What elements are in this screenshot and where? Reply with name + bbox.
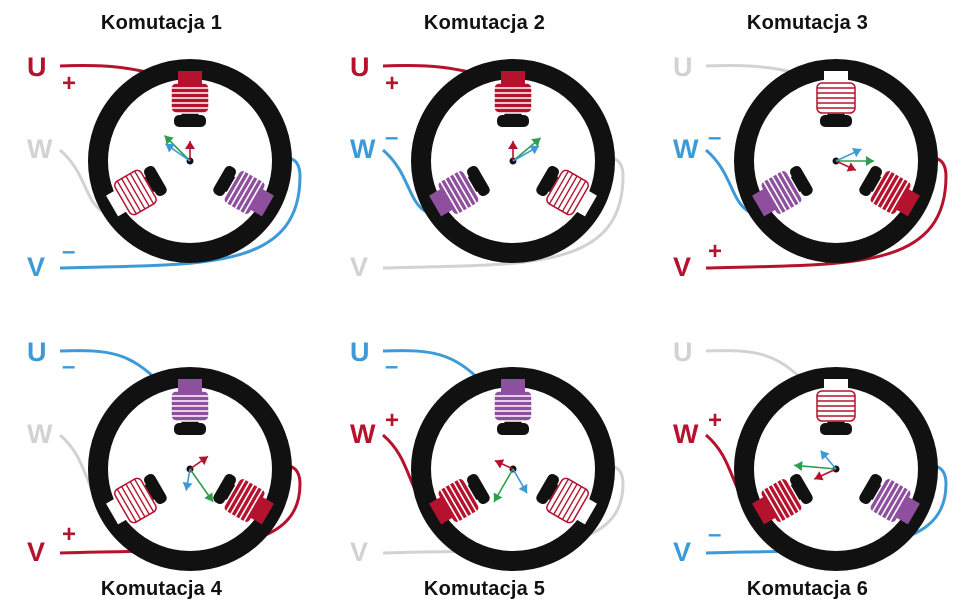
panel-title: Komutacja 3 [746, 12, 869, 34]
phase-label-w: W [27, 134, 53, 164]
coil-v [859, 165, 920, 217]
phase-sign-v: + [62, 521, 77, 548]
panel-title: Komutacja 4 [100, 578, 223, 600]
motor-diagram [382, 59, 625, 270]
coil-w [429, 473, 490, 525]
phase-label-w: W [673, 419, 699, 449]
motor-diagram [59, 59, 302, 270]
vector-blue-arrow [512, 468, 528, 494]
vector-green-arrow [794, 461, 837, 472]
panel-commutation-6: Komutacja 6 U W + V – [646, 307, 969, 614]
phase-sign-w: – [385, 124, 399, 151]
panel-commutation-2: Komutacja 2 U + W – V [323, 0, 646, 307]
phase-label-u: U [673, 52, 693, 82]
wire-u [382, 349, 485, 385]
coil-w [752, 473, 813, 525]
phase-label-u: U [27, 337, 47, 367]
panel-title: Komutacja 1 [100, 12, 223, 34]
phase-label-u: U [350, 52, 370, 82]
vector-green-arrow [512, 137, 542, 162]
panel-commutation-1: Komutacja 1 U + W V – [0, 0, 323, 307]
phase-label-v: V [350, 252, 369, 282]
wire-u [705, 349, 808, 385]
motor-diagram [59, 349, 302, 571]
coil-outline [816, 82, 856, 114]
vector-blue-arrow [819, 450, 837, 470]
coil-w [429, 165, 490, 217]
phase-label-w: W [673, 134, 699, 164]
phase-sign-u: + [385, 70, 400, 97]
coil-v [213, 165, 274, 217]
coil-u [493, 379, 533, 435]
coil-outline [546, 169, 589, 216]
vector-red-arrow [185, 141, 195, 161]
motor-diagram [382, 349, 625, 571]
vector-green-arrow [189, 468, 214, 503]
coil-v [859, 473, 920, 525]
vector-red-arrow [835, 160, 857, 172]
vector-green-arrow [836, 156, 874, 166]
panel-commutation-5: Komutacja 5 U – W + V [323, 307, 646, 614]
phase-label-v: V [27, 252, 46, 282]
phase-label-w: W [350, 419, 376, 449]
phase-sign-w: + [385, 407, 400, 434]
phase-label-v: V [673, 252, 692, 282]
panel-commutation-3: Komutacja 3 U W – V + [646, 0, 969, 307]
phase-sign-w: – [708, 124, 722, 151]
phase-sign-v: + [708, 238, 723, 265]
vector-blue-arrow [182, 468, 193, 491]
wire-u [59, 349, 162, 385]
panel-title: Komutacja 6 [746, 578, 869, 600]
panel-title: Komutacja 5 [423, 578, 546, 600]
phase-label-v: V [27, 537, 46, 567]
coil-outline [114, 169, 157, 216]
phase-label-u: U [350, 337, 370, 367]
motor-diagram [705, 59, 948, 270]
phase-label-u: U [673, 337, 693, 367]
coil-outline [546, 477, 589, 524]
coil-w [752, 165, 813, 217]
phase-sign-u: – [385, 353, 399, 380]
vector-green-arrow [493, 468, 514, 503]
coil-u [170, 379, 210, 435]
phase-label-v: V [350, 537, 369, 567]
motor-diagram [705, 349, 948, 571]
vector-red-arrow [508, 141, 518, 161]
phase-label-v: V [673, 537, 692, 567]
vector-red-arrow [494, 459, 514, 470]
vector-blue-arrow [164, 143, 191, 162]
phase-sign-u: + [62, 70, 77, 97]
coil-v [213, 473, 274, 525]
phase-sign-v: – [708, 521, 722, 548]
phase-label-w: W [27, 419, 53, 449]
panel-commutation-4: Komutacja 4 U – W V + [0, 307, 323, 614]
coil-outline [816, 390, 856, 422]
phase-label-u: U [27, 52, 47, 82]
vector-blue-arrow [835, 148, 862, 162]
vector-blue-arrow [512, 145, 540, 162]
phase-sign-u: – [62, 353, 76, 380]
panel-title: Komutacja 2 [423, 12, 546, 34]
coil-u [493, 71, 533, 127]
phase-label-w: W [350, 134, 376, 164]
coil-outline [114, 477, 157, 524]
phase-sign-w: + [708, 407, 723, 434]
coil-u [170, 71, 210, 127]
vector-green-arrow [163, 134, 191, 162]
vector-red-arrow [189, 455, 209, 470]
vector-red-arrow [813, 468, 837, 481]
phase-sign-v: – [62, 238, 76, 265]
